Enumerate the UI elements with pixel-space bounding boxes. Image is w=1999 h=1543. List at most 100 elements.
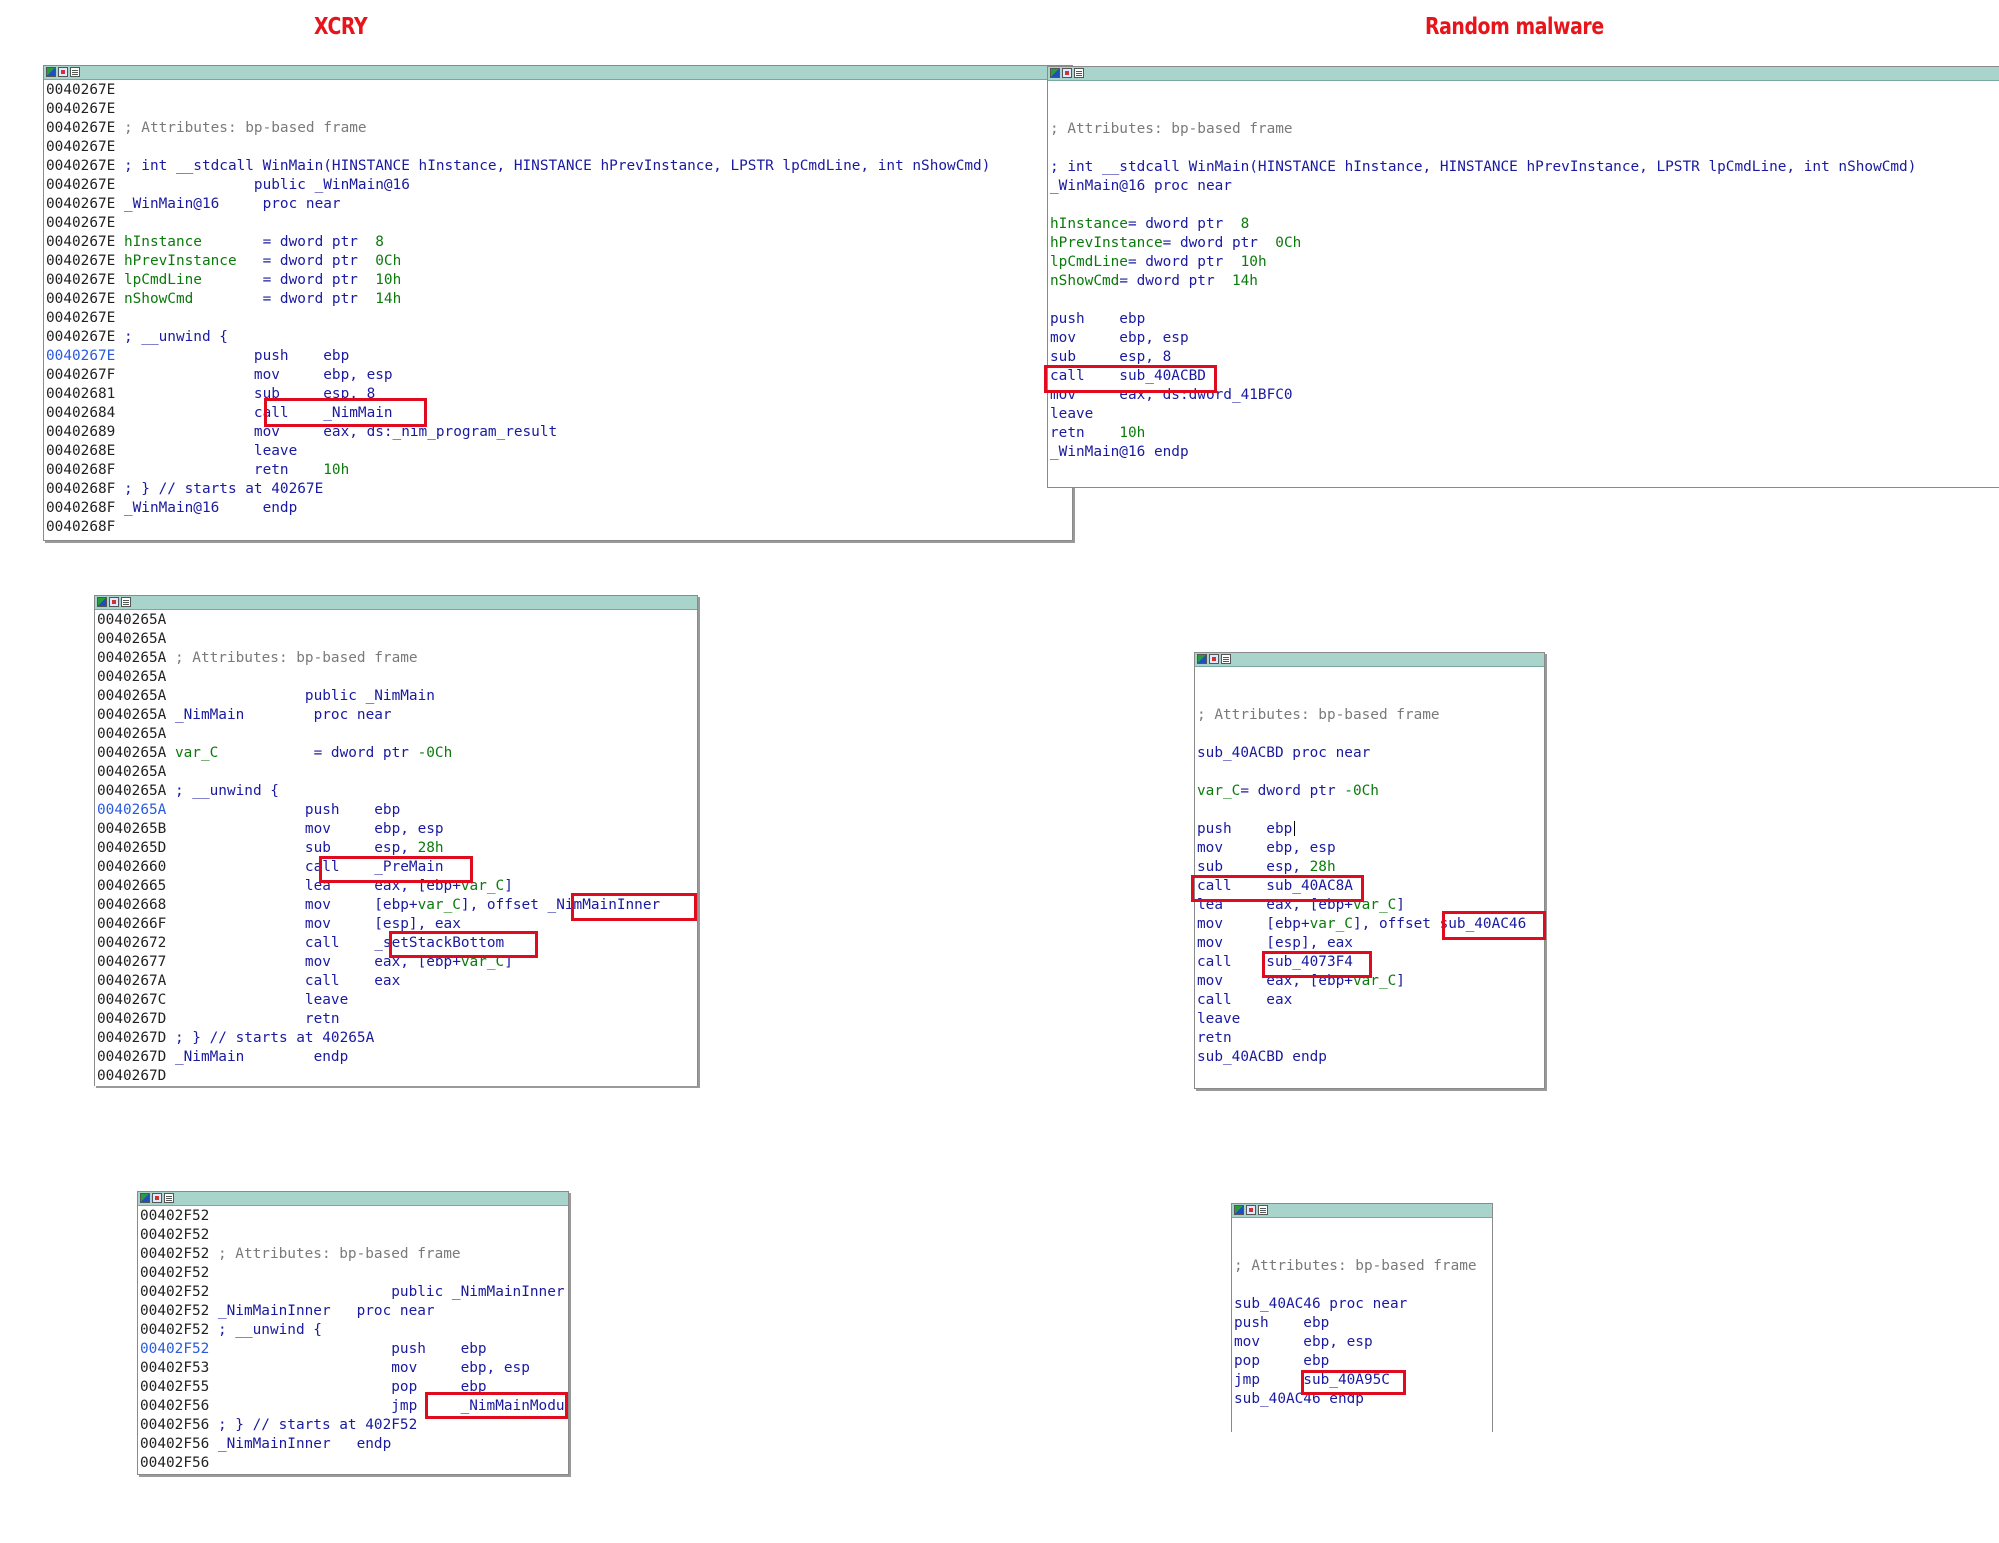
code-line[interactable] — [1050, 139, 1999, 158]
disassembly-listing[interactable]: ; Attributes: bp-based frame sub_40ACBD … — [1195, 667, 1544, 1067]
graph-view-icon[interactable] — [140, 1193, 150, 1203]
code-line[interactable] — [1050, 196, 1999, 215]
code-line[interactable]: sub_40ACBD endp — [1197, 1048, 1542, 1067]
graph-overview-icon[interactable] — [1209, 654, 1219, 664]
code-line[interactable]: 00402F52 push ebp — [140, 1340, 566, 1359]
graph-overview-icon[interactable] — [152, 1193, 162, 1203]
code-line[interactable]: ; Attributes: bp-based frame — [1197, 706, 1542, 725]
code-line[interactable]: 0040265A ; __unwind { — [97, 782, 695, 801]
code-line[interactable]: mov ebp, esp — [1050, 329, 1999, 348]
code-line[interactable]: 00402F52 _NimMainInner proc near — [140, 1302, 566, 1321]
graph-view-icon[interactable] — [1234, 1205, 1244, 1215]
code-line[interactable]: 0040267D ; } // starts at 40265A — [97, 1029, 695, 1048]
code-line[interactable] — [1197, 801, 1542, 820]
code-line[interactable]: call sub_4073F4 — [1197, 953, 1542, 972]
graph-view-icon[interactable] — [97, 597, 107, 607]
code-line[interactable]: 0040266F mov [esp], eax — [97, 915, 695, 934]
code-line[interactable]: 00402F52 — [140, 1264, 566, 1283]
code-line[interactable]: hInstance= dword ptr 8 — [1050, 215, 1999, 234]
code-line[interactable]: 0040267D _NimMain endp — [97, 1048, 695, 1067]
code-line[interactable]: 0040267E — [46, 309, 1070, 328]
code-line[interactable]: 00402F52 ; __unwind { — [140, 1321, 566, 1340]
graph-overview-icon[interactable] — [1246, 1205, 1256, 1215]
window-titlebar[interactable] — [95, 596, 697, 610]
code-line[interactable]: 00402F52 public _NimMainInner — [140, 1283, 566, 1302]
code-line[interactable]: leave — [1050, 405, 1999, 424]
code-line[interactable] — [1197, 763, 1542, 782]
code-line[interactable]: push ebp — [1050, 310, 1999, 329]
code-line[interactable]: _WinMain@16 proc near — [1050, 177, 1999, 196]
text-view-icon[interactable] — [1221, 654, 1231, 664]
code-line[interactable]: 0040265A ; Attributes: bp-based frame — [97, 649, 695, 668]
graph-view-icon[interactable] — [46, 67, 56, 77]
code-line[interactable] — [1197, 687, 1542, 706]
code-line[interactable]: 0040267E ; __unwind { — [46, 328, 1070, 347]
graph-overview-icon[interactable] — [1062, 68, 1072, 78]
code-line[interactable]: 0040265A _NimMain proc near — [97, 706, 695, 725]
graph-view-icon[interactable] — [1050, 68, 1060, 78]
code-line[interactable]: mov ebp, esp — [1234, 1333, 1490, 1352]
code-line[interactable]: 0040267D retn — [97, 1010, 695, 1029]
code-line[interactable]: sub esp, 28h — [1197, 858, 1542, 877]
code-line[interactable]: sub_40AC46 proc near — [1234, 1295, 1490, 1314]
code-line[interactable]: 0040265A — [97, 725, 695, 744]
code-line[interactable]: 0040268E leave — [46, 442, 1070, 461]
code-line[interactable] — [1234, 1219, 1490, 1238]
code-line[interactable]: 0040268F ; } // starts at 40267E — [46, 480, 1070, 499]
code-line[interactable]: 0040268F — [46, 518, 1070, 537]
window-titlebar[interactable] — [1232, 1204, 1492, 1218]
graph-overview-icon[interactable] — [58, 67, 68, 77]
code-line[interactable]: 0040265D sub esp, 28h — [97, 839, 695, 858]
disassembly-listing[interactable]: 0040267E 0040267E 0040267E ; Attributes: b… — [44, 80, 1072, 537]
code-line[interactable]: lpCmdLine= dword ptr 10h — [1050, 253, 1999, 272]
code-line[interactable]: 0040267F mov ebp, esp — [46, 366, 1070, 385]
code-line[interactable]: sub_40AC46 endp — [1234, 1390, 1490, 1409]
code-line[interactable] — [1050, 291, 1999, 310]
code-line[interactable]: 0040267D — [97, 1067, 695, 1086]
code-line[interactable]: 0040268F retn 10h — [46, 461, 1070, 480]
code-line[interactable] — [1050, 82, 1999, 101]
code-line[interactable]: ; Attributes: bp-based frame — [1050, 120, 1999, 139]
code-line[interactable]: 00402F52 — [140, 1226, 566, 1245]
code-line[interactable]: call sub_40ACBD — [1050, 367, 1999, 386]
code-line[interactable]: 0040267C leave — [97, 991, 695, 1010]
disassembly-listing[interactable]: ; Attributes: bp-based frame ; int __std… — [1048, 81, 1999, 462]
code-line[interactable] — [1050, 101, 1999, 120]
code-line[interactable]: 0040267E lpCmdLine = dword ptr 10h — [46, 271, 1070, 290]
code-line[interactable]: 0040267E ; int __stdcall WinMain(HINSTAN… — [46, 157, 1070, 176]
code-line[interactable]: 0040265A push ebp — [97, 801, 695, 820]
disassembly-listing[interactable]: ; Attributes: bp-based frame sub_40AC46 … — [1232, 1218, 1492, 1409]
code-line[interactable]: 0040267E ; Attributes: bp-based frame — [46, 119, 1070, 138]
code-line[interactable]: 0040265A — [97, 611, 695, 630]
code-line[interactable]: 00402F55 pop ebp — [140, 1378, 566, 1397]
xcry-winmain-window[interactable]: 0040267E 0040267E 0040267E ; Attributes: b… — [43, 65, 1073, 541]
malware-sub40ac46-window[interactable]: ; Attributes: bp-based frame sub_40AC46 … — [1231, 1203, 1493, 1432]
text-view-icon[interactable] — [1258, 1205, 1268, 1215]
code-line[interactable]: 0040267E public _WinMain@16 — [46, 176, 1070, 195]
graph-view-icon[interactable] — [1197, 654, 1207, 664]
code-line[interactable]: mov [ebp+var_C], offset sub_40AC46 — [1197, 915, 1542, 934]
code-line[interactable]: 0040268F _WinMain@16 endp — [46, 499, 1070, 518]
code-line[interactable]: 0040267E push ebp — [46, 347, 1070, 366]
text-view-icon[interactable] — [70, 67, 80, 77]
code-line[interactable]: 00402F52 — [140, 1207, 566, 1226]
code-line[interactable]: 00402684 call _NimMain — [46, 404, 1070, 423]
code-line[interactable]: mov [esp], eax — [1197, 934, 1542, 953]
code-line[interactable]: nShowCmd= dword ptr 14h — [1050, 272, 1999, 291]
disassembly-listing[interactable]: 0040265A 0040265A 0040265A ; Attributes: b… — [95, 610, 697, 1086]
code-line[interactable]: retn — [1197, 1029, 1542, 1048]
window-titlebar[interactable] — [1195, 653, 1544, 667]
code-line[interactable]: retn 10h — [1050, 424, 1999, 443]
code-line[interactable]: call eax — [1197, 991, 1542, 1010]
code-line[interactable]: ; Attributes: bp-based frame — [1234, 1257, 1490, 1276]
code-line[interactable]: 00402F52 ; Attributes: bp-based frame — [140, 1245, 566, 1264]
code-line[interactable]: jmp sub_40A95C — [1234, 1371, 1490, 1390]
code-line[interactable]: 00402689 mov eax, ds:_nim_program_result — [46, 423, 1070, 442]
malware-winmain-window[interactable]: ; Attributes: bp-based frame ; int __std… — [1047, 66, 1999, 488]
code-line[interactable]: sub_40ACBD proc near — [1197, 744, 1542, 763]
code-line[interactable]: 0040267E — [46, 214, 1070, 233]
code-line[interactable]: 00402681 sub esp, 8 — [46, 385, 1070, 404]
code-line[interactable]: 00402672 call _setStackBottom — [97, 934, 695, 953]
code-line[interactable] — [1234, 1238, 1490, 1257]
